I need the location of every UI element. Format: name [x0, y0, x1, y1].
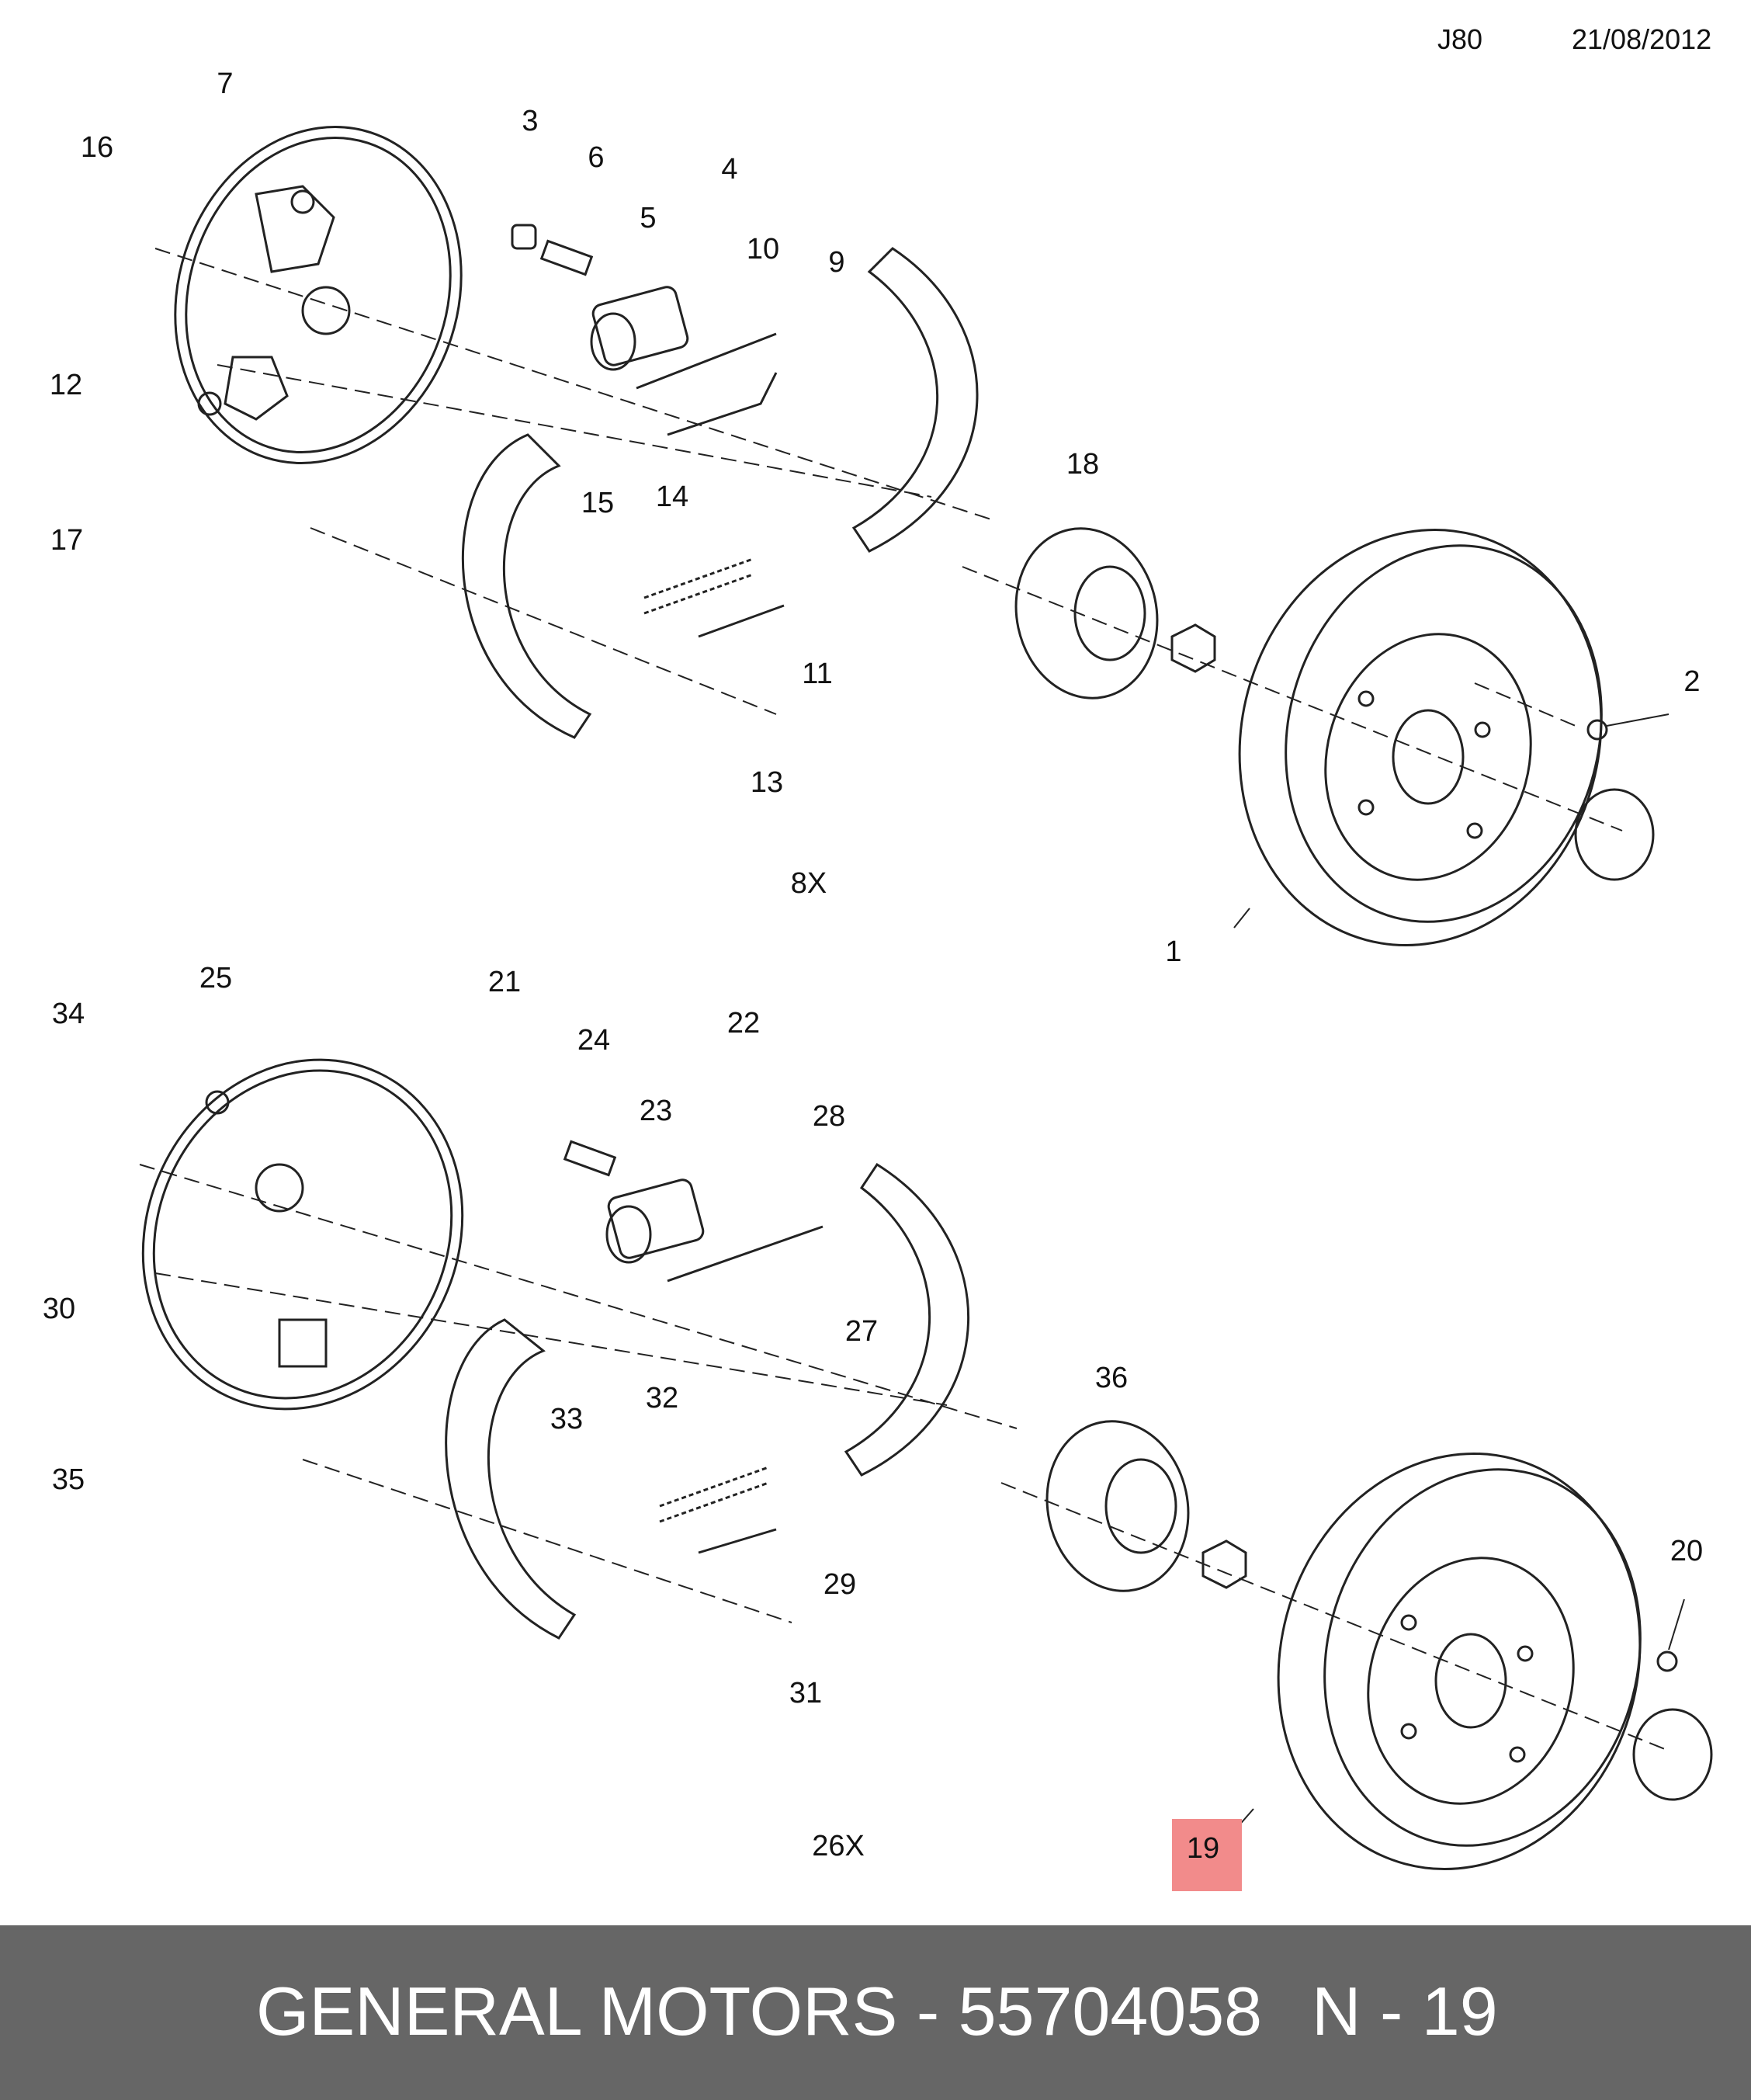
callout-20: 20 — [1670, 1535, 1703, 1567]
backing-plate-bottom — [141, 1058, 464, 1411]
backing-plate-top — [174, 126, 463, 464]
callout-14: 14 — [656, 481, 688, 513]
callout-27: 27 — [845, 1315, 878, 1348]
callout-22: 22 — [727, 1007, 760, 1040]
brake-shoe-top-right — [851, 247, 979, 553]
callout-28: 28 — [813, 1100, 845, 1133]
callout-5: 5 — [640, 202, 656, 234]
wheel-cylinder-top — [511, 224, 689, 371]
callout-30: 30 — [43, 1293, 75, 1325]
callout-1: 1 — [1165, 935, 1181, 968]
footer-bar — [0, 1925, 1751, 2100]
callout-21: 21 — [488, 966, 521, 998]
callout-25: 25 — [199, 962, 232, 994]
callout-15: 15 — [581, 487, 614, 519]
callout-16: 16 — [81, 131, 113, 164]
callout-34: 34 — [52, 998, 85, 1030]
callout-24: 24 — [577, 1024, 610, 1057]
callout-9: 9 — [828, 246, 844, 279]
callout-17: 17 — [50, 524, 83, 557]
callout-12: 12 — [50, 369, 82, 401]
callout-4: 4 — [721, 153, 737, 186]
callout-3: 3 — [522, 105, 538, 137]
footer-brand-part: GENERAL MOTORS - 55704058 — [256, 1973, 1263, 2050]
callout-2: 2 — [1683, 665, 1700, 698]
callout-19: 19 — [1187, 1832, 1219, 1865]
callout-32: 32 — [646, 1382, 678, 1414]
callout-8x: 8X — [791, 867, 827, 900]
hub-top — [1014, 527, 1216, 699]
assembly-axis-lines — [139, 248, 1670, 1751]
leader-lines — [1226, 713, 1685, 1841]
callout-18: 18 — [1066, 448, 1099, 481]
brake-shoe-bottom-left — [445, 1318, 577, 1640]
brake-shoe-bottom-right — [844, 1162, 970, 1477]
hub-bottom — [1045, 1420, 1247, 1592]
callout-6: 6 — [588, 141, 604, 174]
wheel-cylinder-bottom — [563, 1140, 705, 1264]
callout-26x: 26X — [812, 1830, 865, 1862]
callout-29: 29 — [823, 1568, 856, 1601]
brake-drum-bottom — [1277, 1452, 1713, 1871]
footer-ref: N - 19 — [1312, 1973, 1498, 2050]
brake-drum-top — [1238, 528, 1655, 947]
callout-35: 35 — [52, 1463, 85, 1496]
brake-exploded-diagram: 12345678X9101112131415161718192021222324… — [43, 68, 1713, 1891]
callout-7: 7 — [217, 68, 233, 100]
callout-31: 31 — [789, 1677, 822, 1710]
callout-11: 11 — [802, 658, 832, 690]
brake-shoe-top-left — [461, 433, 592, 739]
callout-33: 33 — [550, 1403, 583, 1435]
diagram-code: J80 — [1437, 23, 1483, 55]
diagram-date: 21/08/2012 — [1572, 23, 1712, 55]
callout-13: 13 — [751, 766, 783, 799]
springs-bottom — [659, 1225, 823, 1554]
callout-23: 23 — [640, 1095, 672, 1127]
highlight-box — [1172, 1819, 1242, 1891]
callout-36: 36 — [1095, 1362, 1128, 1394]
callout-10: 10 — [747, 233, 779, 266]
callout-labels: 12345678X9101112131415161718192021222324… — [43, 68, 1703, 1865]
